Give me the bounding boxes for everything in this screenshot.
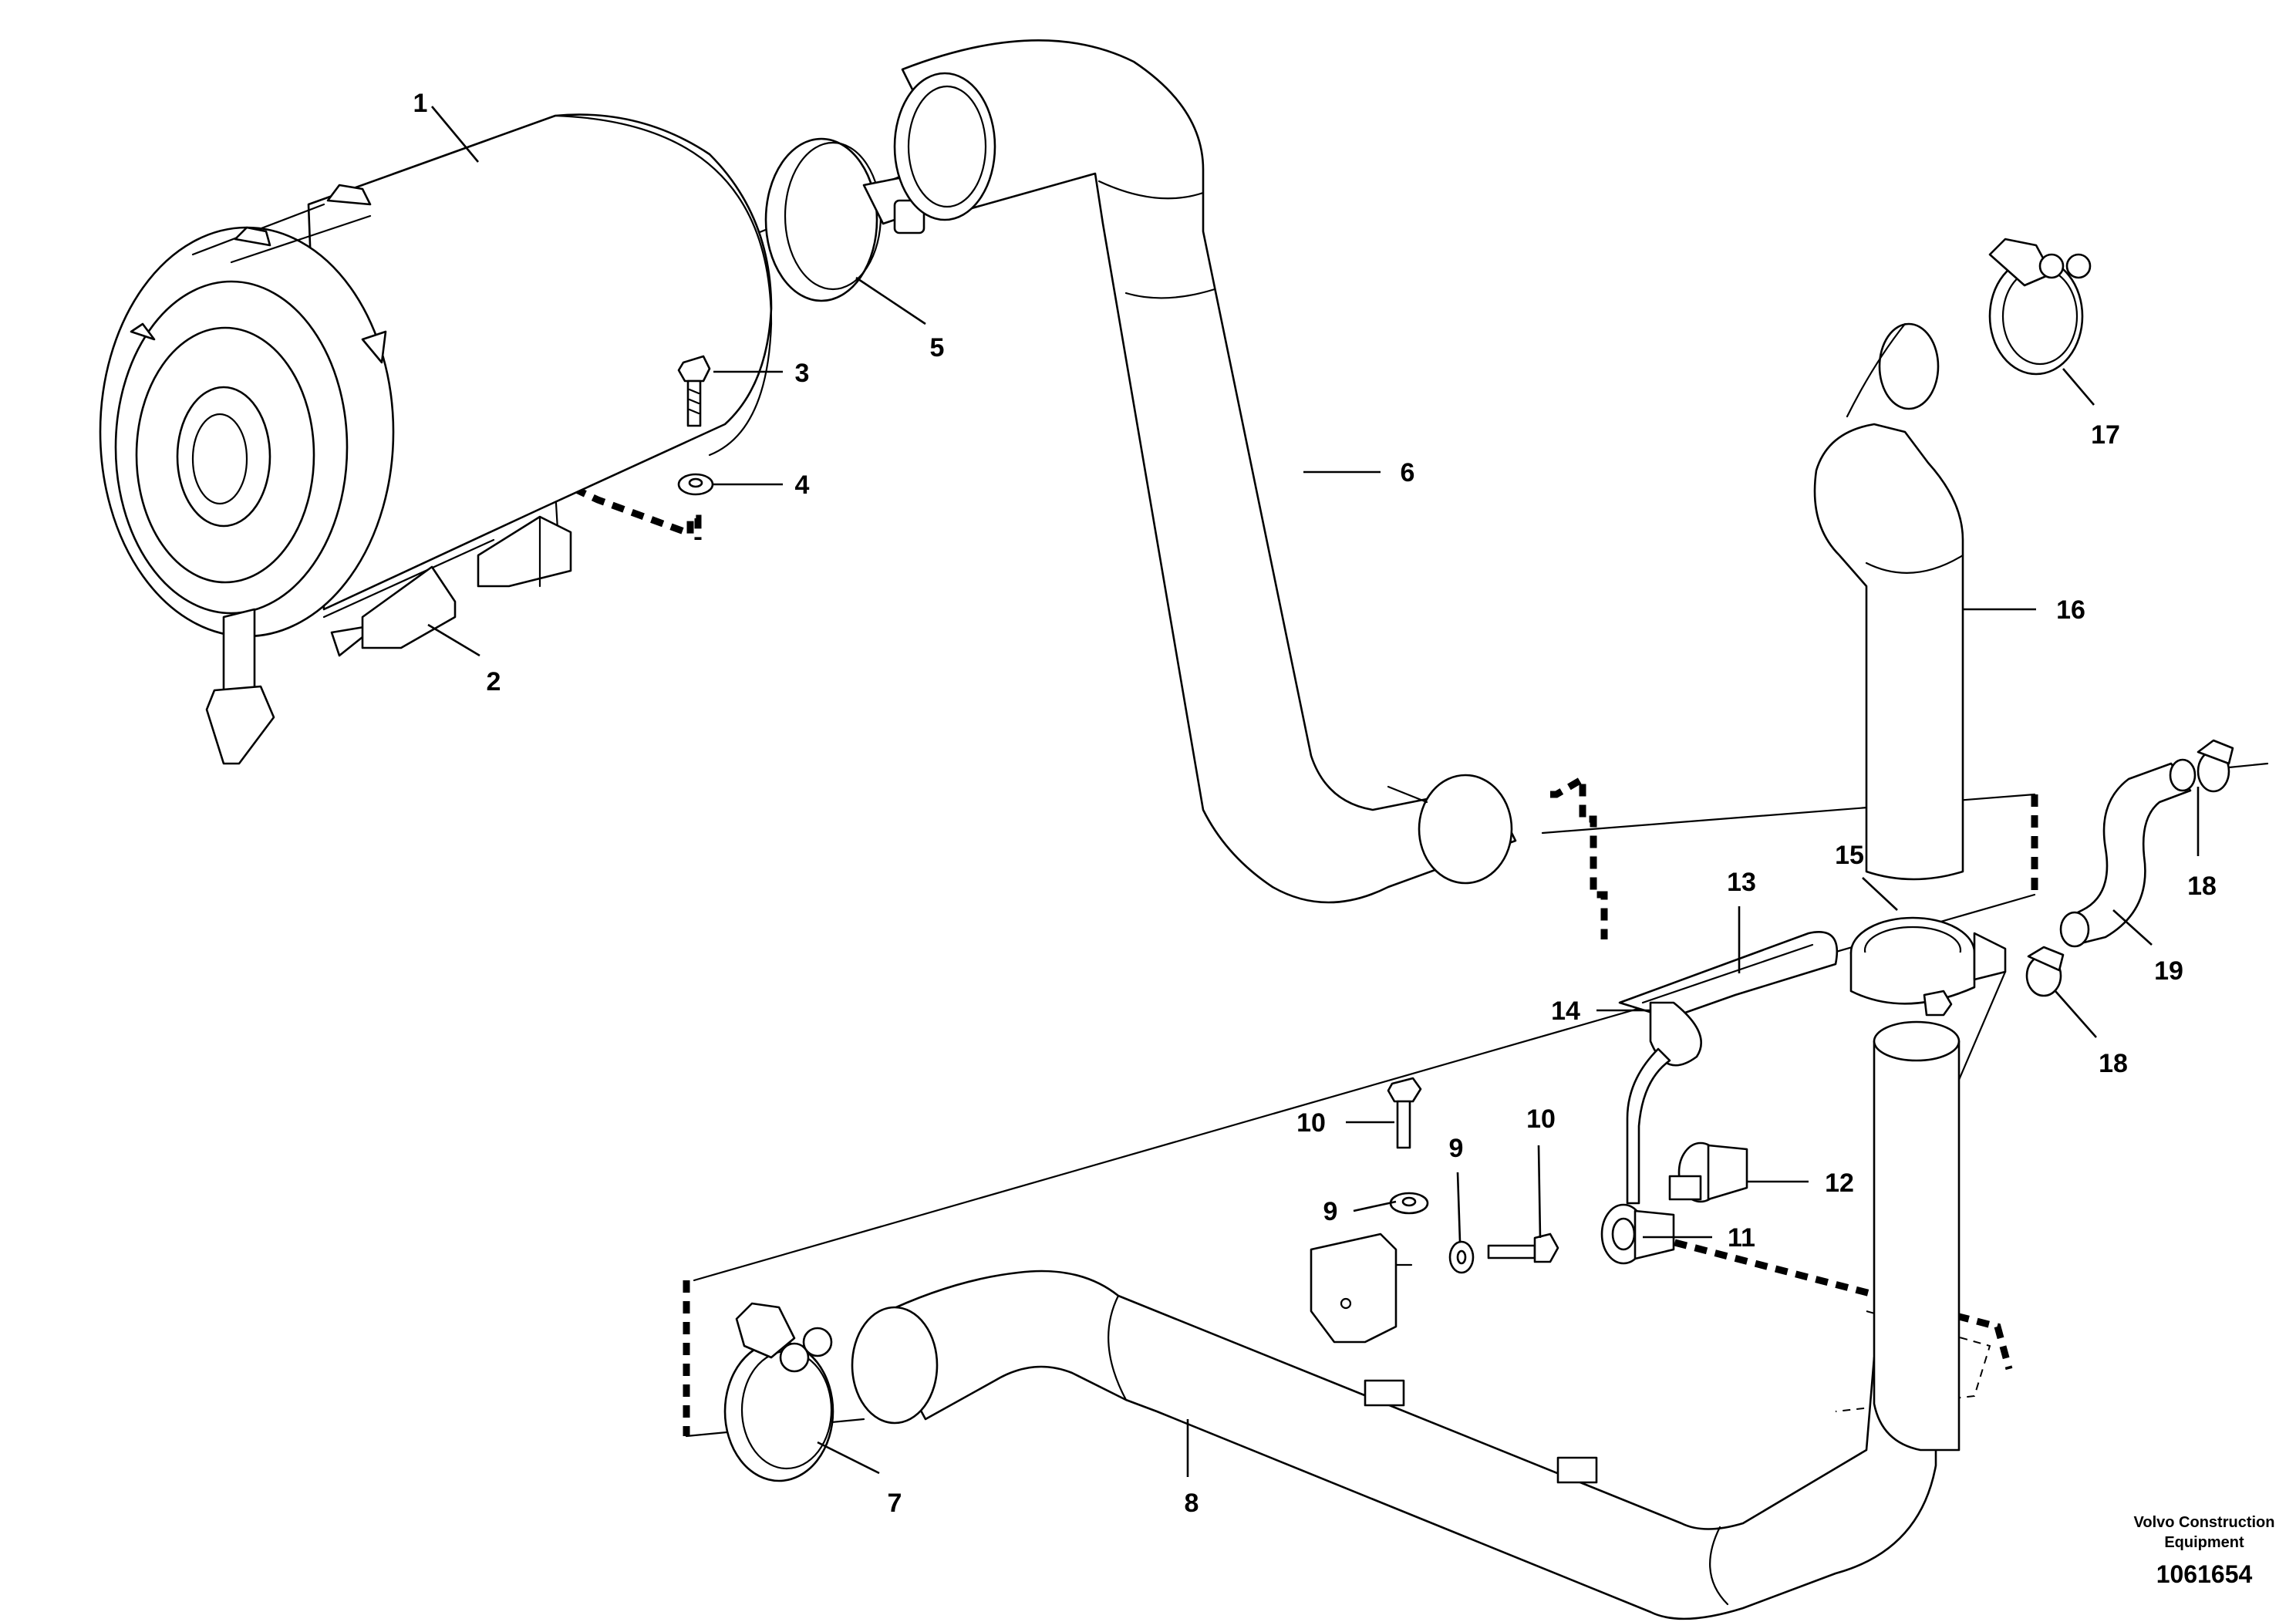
cable-tie [1626, 1001, 1702, 1205]
publisher-credit: Volvo Construction Equipment 1061654 [2134, 1514, 2275, 1588]
callout-10b: 10 [1526, 1104, 1556, 1134]
callout-1: 1 [413, 89, 428, 118]
callout-10a: 10 [1296, 1108, 1326, 1138]
air-cleaner [99, 113, 773, 765]
callout-18b: 18 [2099, 1049, 2128, 1078]
flange-screw [677, 355, 711, 427]
pipe-bracket [1310, 1233, 1413, 1344]
document-number: 1061654 [2156, 1560, 2253, 1588]
callout-2: 2 [487, 667, 501, 696]
callout-labels: 1 2 3 4 5 6 7 8 9 9 10 10 11 12 13 14 15… [413, 89, 2217, 1518]
callout-19: 19 [2154, 956, 2183, 986]
callout-3: 3 [795, 359, 810, 388]
intake-pipe [893, 39, 1517, 904]
leader-lines [427, 106, 2200, 1477]
credit-line-2: Equipment [2164, 1534, 2244, 1551]
intake-pipe-lower [1873, 1020, 1961, 1452]
callout-16: 16 [2056, 595, 2085, 625]
callout-4: 4 [795, 470, 810, 500]
indicator [1668, 1141, 1748, 1203]
callout-9a: 9 [1323, 1197, 1338, 1226]
callout-6: 6 [1401, 458, 1415, 487]
callout-12: 12 [1825, 1168, 1854, 1198]
hose-clamp [2025, 946, 2065, 997]
callout-15: 15 [1835, 841, 1864, 870]
callout-5: 5 [930, 333, 945, 363]
credit-line-1: Volvo Construction [2134, 1514, 2275, 1531]
intake-pipe [851, 1270, 1937, 1620]
callout-18a: 18 [2187, 872, 2217, 901]
callout-7: 7 [888, 1489, 902, 1518]
callout-17: 17 [2091, 420, 2120, 450]
washer [1448, 1240, 1475, 1274]
hose-clamp [2197, 739, 2234, 793]
hose-clamp [723, 1302, 834, 1482]
hose [2059, 758, 2197, 948]
indicator [1600, 1203, 1675, 1265]
hose-clamp [1988, 238, 2092, 376]
washer [677, 473, 714, 496]
flange-screw [1387, 1077, 1422, 1149]
callout-11: 11 [1728, 1223, 1755, 1253]
callout-9b: 9 [1449, 1134, 1464, 1163]
callout-13: 13 [1727, 868, 1756, 897]
flange-screw [1487, 1233, 1559, 1263]
callout-14: 14 [1551, 996, 1580, 1026]
callout-8: 8 [1185, 1489, 1199, 1518]
intake-pipe [1813, 322, 1964, 881]
hose-clamp [764, 137, 925, 302]
hose-clamp [1849, 916, 2007, 1017]
hose [1618, 931, 1839, 1020]
washer [1389, 1192, 1429, 1215]
